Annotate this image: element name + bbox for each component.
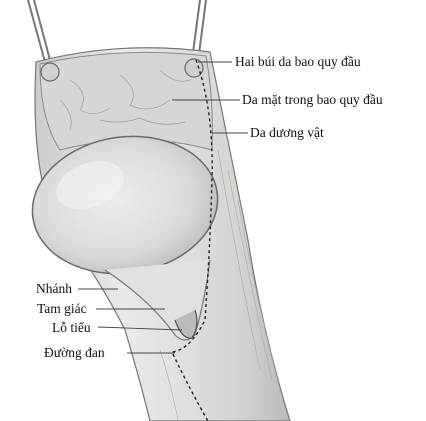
label-penile-skin: Da dương vật bbox=[250, 125, 324, 141]
left-frenular-band bbox=[41, 63, 59, 81]
label-inner-prepuce: Da mặt trong bao quy đầu bbox=[242, 92, 383, 108]
label-urethral-meatus: Lỗ tiểu bbox=[52, 320, 91, 336]
label-raphe: Đường đan bbox=[44, 345, 105, 361]
label-delta: Tam giác bbox=[37, 301, 87, 317]
label-wings: Nhánh bbox=[36, 281, 72, 297]
label-frenular-bands: Hai búi da bao quy đầu bbox=[235, 54, 361, 70]
